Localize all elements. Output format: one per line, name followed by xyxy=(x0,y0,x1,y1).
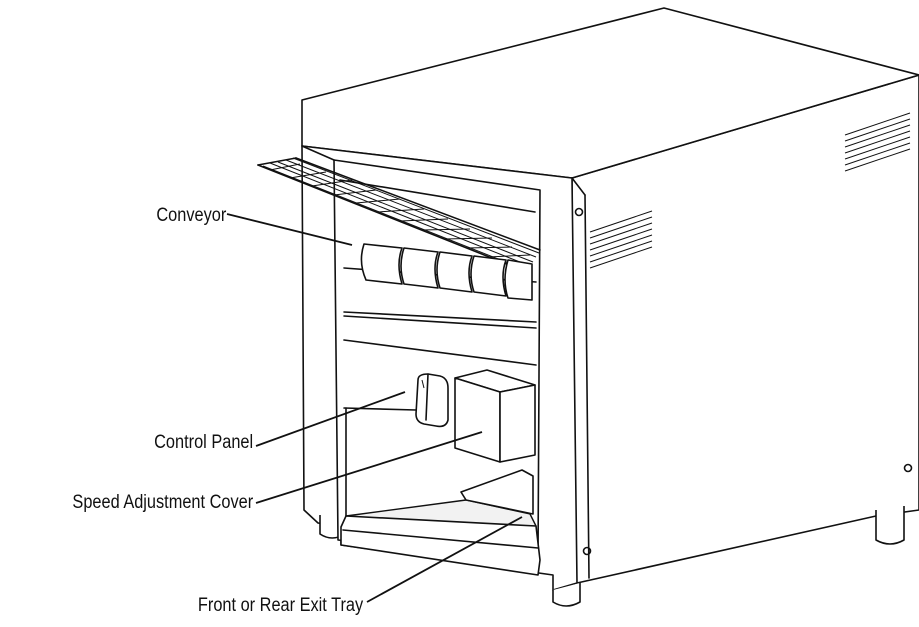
control-panel-label: Control Panel xyxy=(153,432,253,453)
screw-upper-left xyxy=(574,207,584,217)
exit-tray xyxy=(340,469,541,576)
conveyor-wire-rack xyxy=(257,157,541,271)
side-vents-left xyxy=(589,210,653,269)
side-vents-right xyxy=(844,112,911,172)
exit-tray-leader-line xyxy=(366,516,523,603)
screw-lower-left xyxy=(582,546,592,556)
conveyor-label: Conveyor xyxy=(156,205,226,226)
conveyor-leader-line xyxy=(226,213,353,246)
divider-bottom xyxy=(343,339,537,366)
foot-front-right xyxy=(552,583,581,607)
lower-chamber-back-left xyxy=(343,407,417,411)
front-top-edge xyxy=(301,145,335,161)
divider-top xyxy=(343,315,537,329)
speed-adjustment-cover-box xyxy=(454,369,536,463)
conveyor-rollers xyxy=(360,243,533,301)
oven-top-panel xyxy=(301,7,919,179)
heater-bottom-edge xyxy=(343,311,537,323)
control-knob xyxy=(415,373,449,428)
side-corner-edge xyxy=(584,194,590,579)
exit-tray-label: Front or Rear Exit Tray xyxy=(197,595,363,616)
control-panel-leader-line xyxy=(255,391,406,447)
speed-adjustment-cover-label: Speed Adjustment Cover xyxy=(72,492,253,513)
screw-lower-right xyxy=(903,463,913,473)
upper-chamber-top-edge xyxy=(339,179,536,213)
foot-right xyxy=(875,506,905,545)
speed-cover-leader-line xyxy=(255,431,483,504)
front-corner-edge xyxy=(571,177,586,196)
